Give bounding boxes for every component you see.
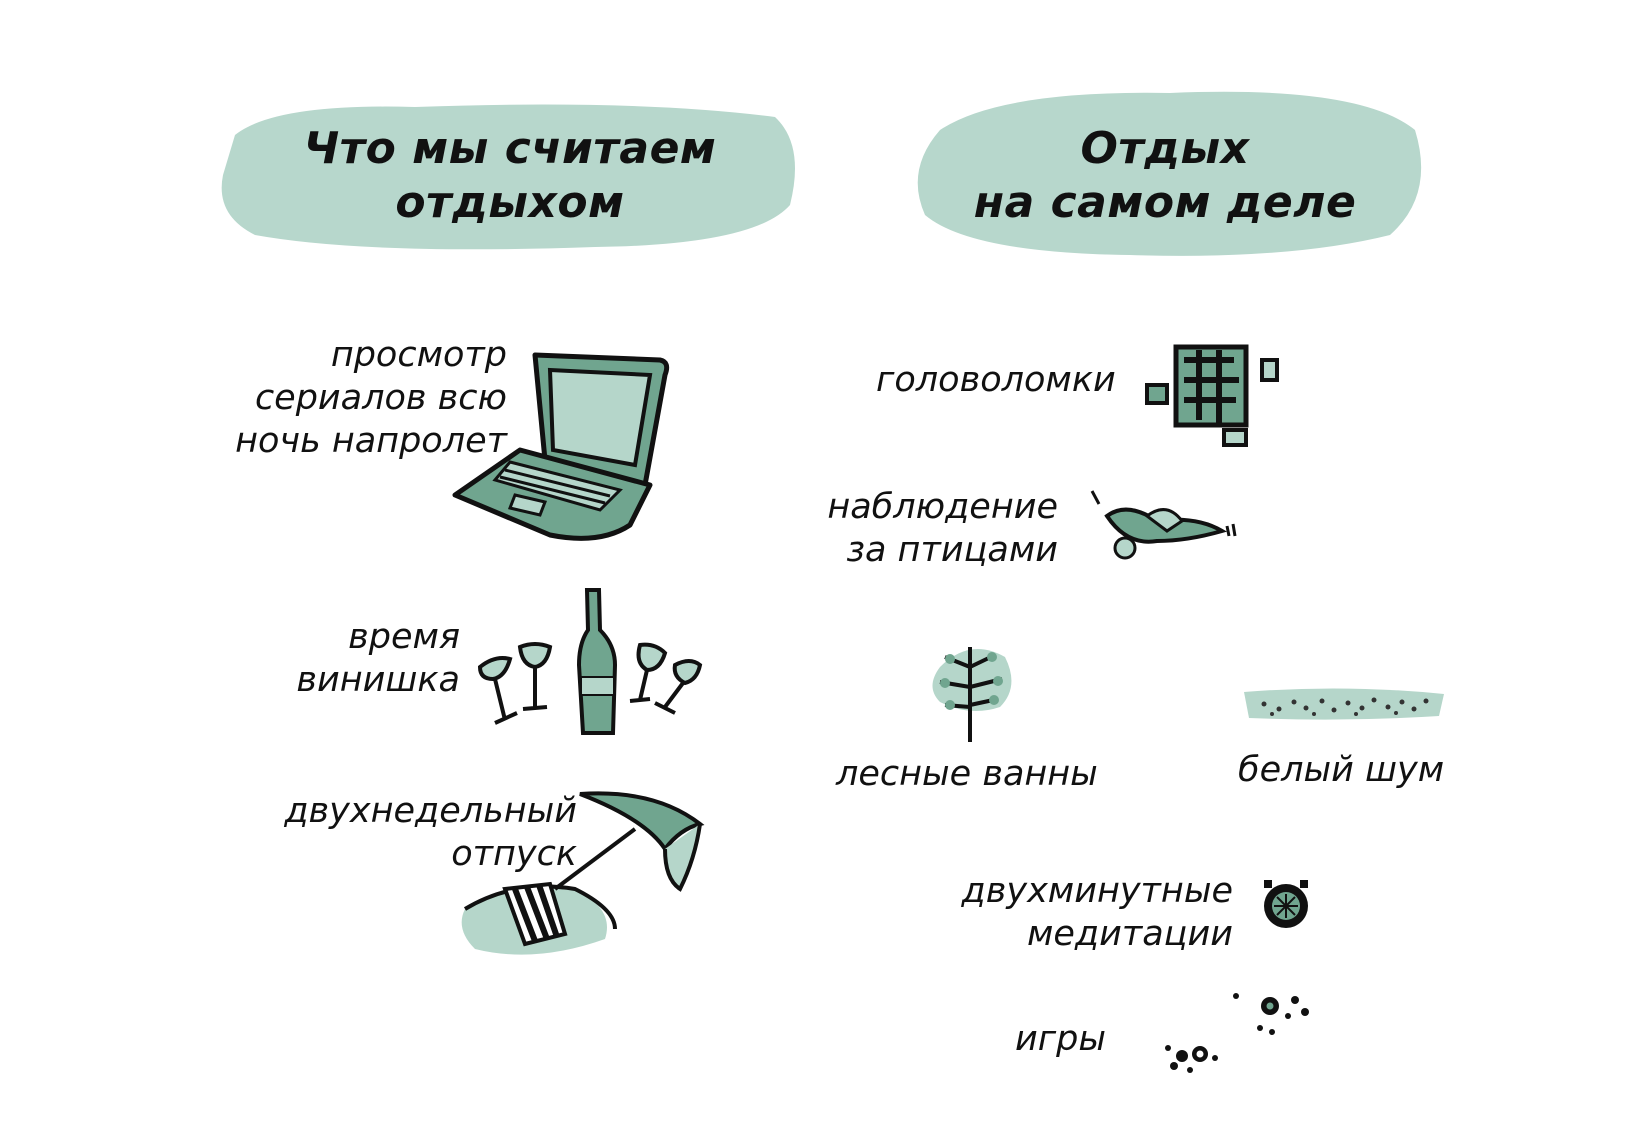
games-icon — [1165, 993, 1309, 1073]
wine-icon — [477, 588, 703, 735]
label-line: винишка — [296, 660, 460, 700]
puzzle-icon — [1145, 344, 1279, 447]
title-line: Отдых — [1080, 123, 1250, 174]
label-line: время — [348, 617, 460, 657]
right-column-title: Отдых на самом деле — [915, 122, 1415, 230]
label-line: за птицами — [846, 530, 1058, 570]
left-header-blob — [221, 104, 795, 250]
right-header-blob — [917, 91, 1422, 256]
label-line: лесные ванны — [836, 754, 1098, 794]
label-line: отпуск — [451, 834, 577, 874]
item-birdwatching-label: наблюдение за птицами — [827, 486, 1058, 572]
label-line: медитации — [1026, 914, 1233, 954]
item-white-noise-label: белый шум — [1238, 749, 1444, 792]
timer-icon — [1264, 880, 1308, 928]
label-line: наблюдение — [827, 487, 1058, 527]
bird-icon — [1090, 490, 1237, 560]
beach-umbrella-icon — [461, 791, 705, 955]
label-line: белый шум — [1238, 750, 1445, 790]
item-wine-label: время винишка — [296, 616, 460, 702]
label-line: головоломки — [876, 360, 1116, 400]
title-line: на самом деле — [973, 177, 1357, 228]
label-line: игры — [1015, 1019, 1106, 1059]
label-line: сериалов всю — [254, 378, 507, 418]
label-line: двухминутные — [961, 871, 1233, 911]
label-line: просмотр — [330, 335, 507, 375]
title-line: Что мы считаем — [303, 123, 717, 174]
item-vacation-label: двухнедельный отпуск — [284, 790, 577, 876]
item-series-label: просмотр сериалов всю ночь напролет — [235, 334, 507, 463]
item-forest-bathing-label: лесные ванны — [836, 753, 1098, 796]
title-line: отдыхом — [395, 177, 625, 228]
label-line: двухнедельный — [284, 791, 577, 831]
item-puzzles-label: головоломки — [876, 359, 1116, 402]
white-noise-icon — [1244, 688, 1444, 720]
laptop-icon — [452, 352, 670, 541]
item-games-label: игры — [1015, 1018, 1106, 1061]
tree-icon — [932, 647, 1012, 742]
item-meditation-label: двухминутные медитации — [962, 870, 1233, 956]
left-column-title: Что мы считаем отдыхом — [220, 122, 800, 230]
label-line: ночь напролет — [235, 421, 507, 461]
